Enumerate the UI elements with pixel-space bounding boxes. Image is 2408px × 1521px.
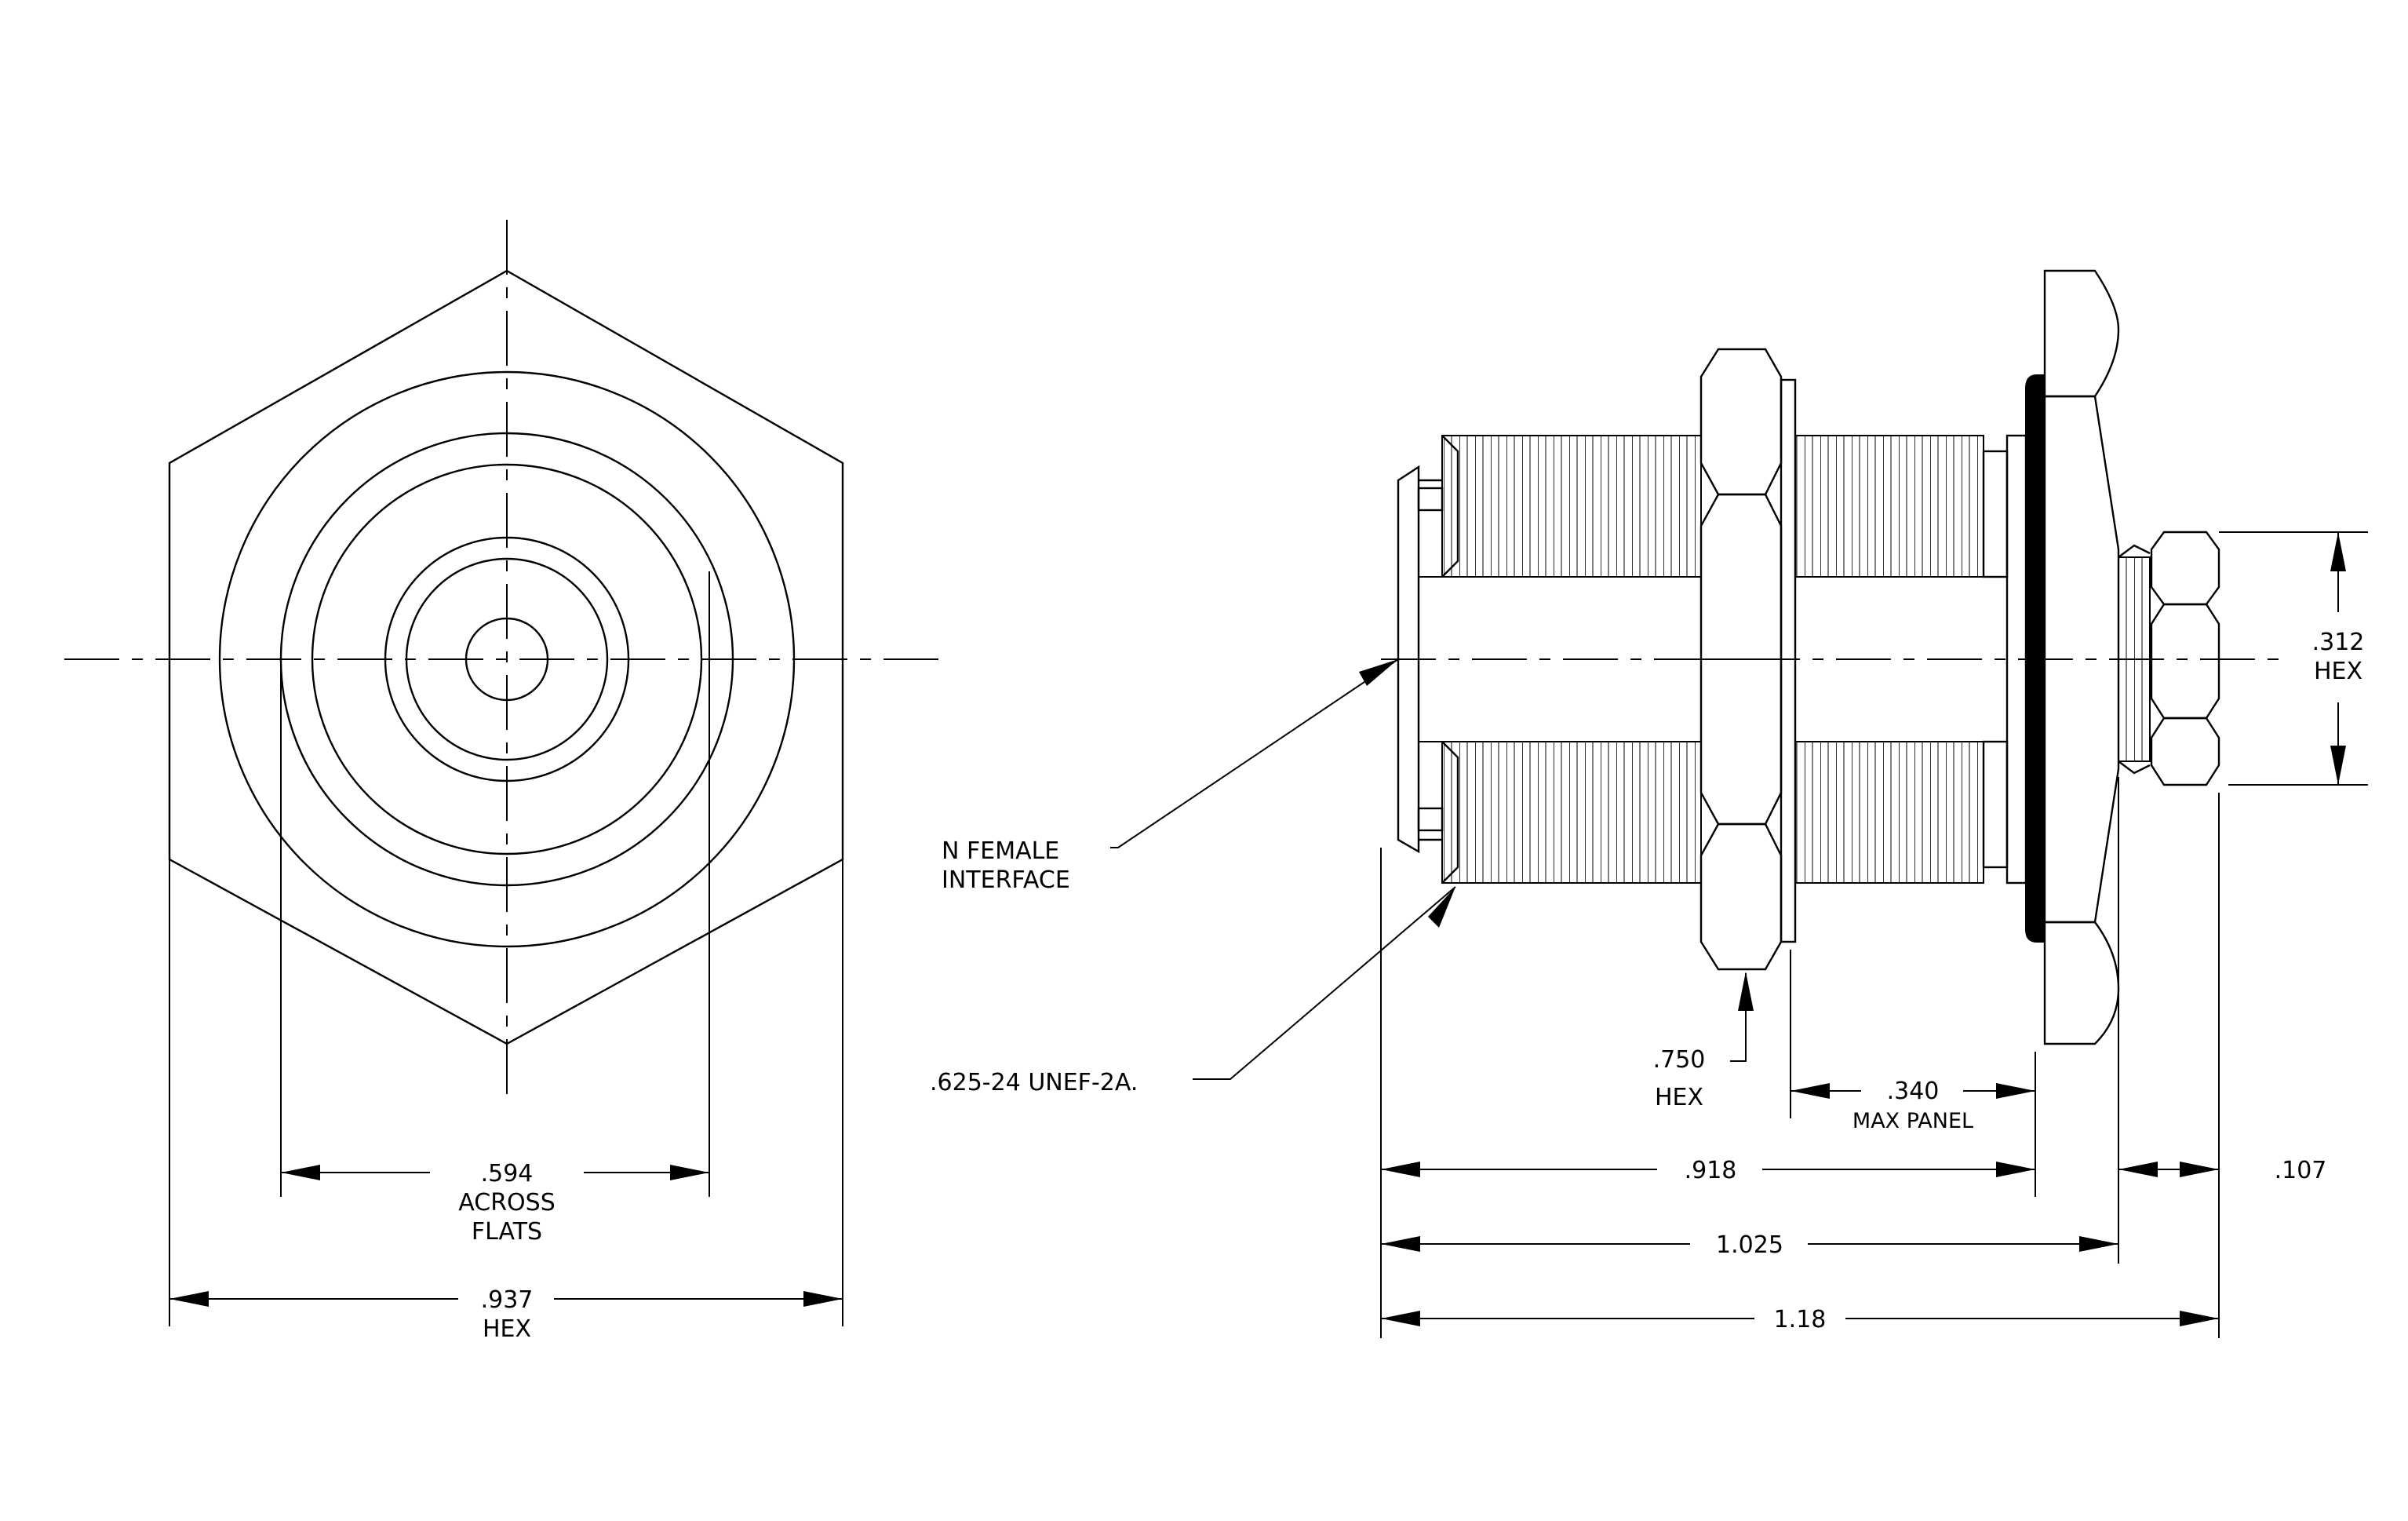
dim-1025-value: 1.025 (1716, 1231, 1783, 1259)
center-contact-circle (464, 617, 549, 702)
thread-spec-leader: .625-24 UNEF-2A. (930, 886, 1456, 1096)
dim-118-value: 1.18 (1774, 1306, 1827, 1333)
across-flats-dimension: .594 ACROSS FLATS (280, 571, 710, 1246)
interface-leader: N FEMALE INTERFACE (942, 658, 1399, 894)
front-hex-outline (168, 269, 844, 1045)
nut-hex-leader: .750 HEX (1653, 972, 1754, 1111)
front-hex-value: .937 (481, 1286, 534, 1314)
across-flats-label-2: FLATS (472, 1218, 542, 1246)
panel-value: .340 (1887, 1078, 1940, 1105)
thread-minor-circle (311, 463, 703, 855)
dim-1025: 1.025 (1381, 1231, 2118, 1259)
dim-107-value: .107 (2275, 1157, 2327, 1184)
front-view: .594 ACROSS FLATS .937 HEX (64, 220, 949, 1343)
nut-hex-label: HEX (1655, 1084, 1703, 1111)
o-ring-gasket (2025, 374, 2046, 943)
front-hex-label: HEX (483, 1315, 531, 1343)
rear-hex-dimension: .312 HEX (2219, 531, 2368, 786)
interface-label-1: N FEMALE (942, 837, 1059, 865)
across-flats-label-1: ACROSS (458, 1189, 556, 1216)
interface-outer-circle (384, 536, 630, 782)
rear-hex-label: HEX (2314, 658, 2362, 685)
lock-washer (1780, 378, 1797, 943)
rear-hex-value: .312 (2312, 629, 2365, 656)
rear-thread (2118, 544, 2151, 775)
nut-hex-value: .750 (1653, 1046, 1706, 1074)
interface-front-face (1397, 465, 1420, 854)
dim-918-value: .918 (1685, 1157, 1737, 1184)
main-flange (2043, 269, 2120, 1045)
rear-hex (2150, 531, 2220, 786)
panel-label: MAX PANEL (1852, 1109, 1973, 1133)
side-view: N FEMALE INTERFACE .625-24 UNEF-2A. .750… (930, 269, 2368, 1338)
max-panel-dimension: .340 MAX PANEL (1790, 950, 2035, 1133)
flange-circle (218, 370, 796, 948)
dim-107: .107 (2118, 1157, 2326, 1184)
dim-118: 1.18 (1381, 1306, 2219, 1333)
interface-inner-circle (405, 557, 609, 761)
hex-nut (1699, 348, 1783, 971)
across-flats-value: .594 (481, 1160, 534, 1187)
dim-918: .918 (1381, 1157, 2035, 1184)
thread-section-front (1441, 435, 1702, 884)
interface-label-2: INTERFACE (942, 866, 1070, 894)
thread-spec-label: .625-24 UNEF-2A. (930, 1069, 1138, 1096)
thread-section-rear (1794, 435, 2009, 884)
front-hex-dimension: .937 HEX (169, 859, 843, 1343)
